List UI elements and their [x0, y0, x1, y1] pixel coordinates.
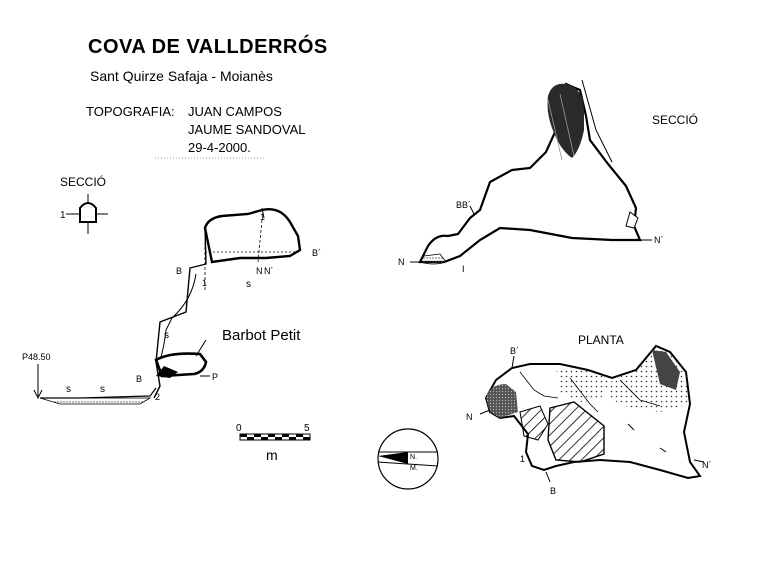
marker-b-lower: B	[136, 374, 142, 384]
left-section-profile: s s s s B B´ N N´ 1 B P 2 1	[33, 207, 321, 405]
cross-section-symbol: 1	[60, 194, 108, 234]
map-title: COVA DE VALLDERRÓS	[88, 36, 328, 58]
topography-label: TOPOGRAFIA:	[86, 104, 175, 119]
marker-n: N	[466, 412, 473, 422]
depth-label: P48.50	[22, 352, 51, 362]
plan-label: PLANTA	[578, 333, 624, 347]
marker-p: P	[212, 372, 218, 382]
svg-text:N.: N.	[410, 454, 417, 461]
marker-1b: 1	[260, 212, 265, 222]
marker-1: 1	[520, 454, 525, 464]
author-name: JUAN CAMPOS	[188, 104, 282, 119]
right-section-profile: BB´ N N´ I	[398, 79, 664, 274]
marker-1: I	[462, 264, 465, 274]
marker-1: 1	[202, 278, 207, 288]
marker-n: N	[256, 266, 263, 276]
svg-text:s: s	[100, 384, 105, 395]
marker-b-prime: B´	[312, 248, 321, 258]
survey-date: 29-4-2000.	[188, 140, 251, 155]
marker-b: B	[550, 486, 556, 496]
svg-text:s: s	[246, 279, 251, 290]
marker-2: 2	[155, 392, 160, 402]
svg-text:1: 1	[60, 210, 66, 221]
marker-n: N	[398, 257, 405, 267]
svg-text:M.: M.	[410, 465, 418, 472]
section-left-label: SECCIÓ	[60, 174, 106, 189]
svg-text:5: 5	[304, 423, 310, 434]
scale-bar: 0 5 m	[236, 423, 311, 463]
svg-text:s: s	[66, 384, 71, 395]
marker-n-prime: N´	[654, 235, 664, 245]
author-name: JAUME SANDOVAL	[188, 122, 306, 137]
section-right-label: SECCIÓ	[652, 112, 698, 127]
svg-text:s: s	[164, 330, 169, 341]
marker-n-prime: N´	[702, 460, 712, 470]
north-arrow-icon: N. M.	[377, 428, 439, 490]
barbot-label: Barbot Petit	[222, 327, 301, 344]
svg-text:m: m	[266, 447, 278, 463]
marker-b-prime: B´	[510, 346, 519, 356]
marker-n-prime: N´	[264, 266, 274, 276]
plan-view: B´ N N´ 1 B	[466, 344, 712, 496]
marker-b: B	[176, 266, 182, 276]
location-subtitle: Sant Quirze Safaja - Moianès	[90, 68, 273, 84]
marker-bb: BB´	[456, 200, 471, 210]
svg-text:0: 0	[236, 423, 242, 434]
